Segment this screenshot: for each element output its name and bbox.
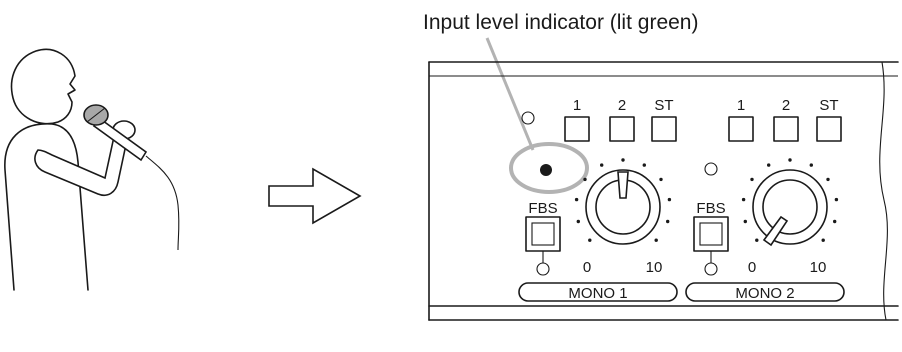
bus-button-label: 2 (782, 97, 790, 114)
channel-label-mono1: MONO 1 (568, 285, 627, 302)
knob-scale-tick (666, 219, 670, 224)
scale-max-label: 10 (810, 259, 827, 276)
bus-button-1[interactable] (564, 116, 590, 142)
knob-scale-tick (600, 163, 604, 167)
channel-plate-mono1 (518, 282, 678, 302)
knob-pointer (617, 171, 629, 199)
bus-button-label: ST (654, 97, 673, 114)
mono1-led (521, 111, 535, 125)
fbs-label: FBS (528, 200, 557, 217)
knob-scale-tick (659, 177, 663, 182)
singer-head (10, 48, 76, 125)
scale-max-label: 10 (646, 259, 663, 276)
fbs-led (704, 262, 718, 276)
knob-scale-tick (821, 238, 825, 242)
knob-scale-tick (788, 158, 792, 162)
bus-button-label: 1 (737, 97, 745, 114)
mono1-level-knob[interactable] (574, 158, 672, 245)
knob-scale-tick (809, 163, 813, 167)
bus-button-label: ST (819, 97, 838, 114)
panel-break-line (879, 61, 888, 321)
bus-button-2[interactable] (773, 116, 799, 142)
fbs-led (536, 262, 550, 276)
callout-leader-line (485, 37, 535, 151)
mono1-fbs: FBS (525, 200, 561, 276)
knob-scale-tick (576, 219, 580, 224)
callout-label: Input level indicator (lit green) (423, 11, 698, 34)
knob-pointer (762, 215, 789, 247)
knob-scale-tick (750, 177, 754, 182)
knob-scale-tick (654, 238, 658, 242)
right-arrow-icon (268, 167, 362, 225)
microphone-grille-line (86, 107, 106, 123)
bus-button-1[interactable] (728, 116, 754, 142)
fbs-button-outer[interactable] (693, 216, 729, 252)
scale-min-label: 0 (583, 259, 591, 276)
channel-label-mono2: MONO 2 (735, 285, 794, 302)
knob-scale-tick (621, 158, 625, 162)
knob-scale-tick (826, 177, 830, 182)
knob-scale-tick (834, 197, 839, 202)
knob-scale-tick (583, 177, 587, 182)
microphone-cable (145, 155, 180, 251)
singer-arm (34, 131, 129, 197)
knob-scale-tick (588, 238, 592, 242)
mono2-fbs: FBS (693, 200, 729, 276)
fbs-button-inner (531, 222, 555, 246)
mono2-input-level-indicator (704, 162, 718, 176)
mixer-panel (428, 61, 899, 321)
knob-inner (762, 179, 818, 235)
bus-button-label: 1 (573, 97, 581, 114)
fbs-button-inner (699, 222, 723, 246)
knob-scale-tick (755, 238, 759, 242)
input-level-indicator-lit (540, 164, 552, 176)
singer-figure (4, 48, 180, 291)
knob-scale-tick (667, 197, 672, 202)
bus-button-st[interactable] (816, 116, 842, 142)
channel-plate-mono2 (685, 282, 845, 302)
fbs-button-outer[interactable] (525, 216, 561, 252)
bus-button-st[interactable] (651, 116, 677, 142)
knob-scale-tick (767, 163, 771, 167)
scale-min-label: 0 (748, 259, 756, 276)
bus-button-label: 2 (618, 97, 626, 114)
mono2-bus-buttons: 1 2 ST (728, 97, 842, 142)
mono1-bus-buttons: 1 2 ST (521, 97, 677, 142)
knob-scale-tick (574, 197, 579, 202)
knob-scale-tick (741, 197, 746, 202)
bus-button-2[interactable] (609, 116, 635, 142)
indicator-highlight-ring (509, 142, 589, 194)
mono2-level-knob[interactable] (741, 158, 839, 247)
knob-scale-tick (833, 219, 837, 224)
knob-scale-tick (743, 219, 747, 224)
knob-scale-tick (642, 163, 646, 167)
fbs-label: FBS (696, 200, 725, 217)
singer-body (4, 123, 89, 291)
